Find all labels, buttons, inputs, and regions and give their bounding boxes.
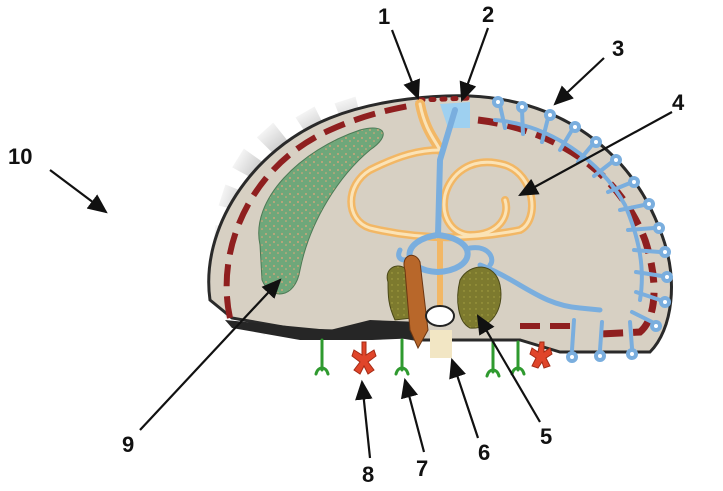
arrow-2 [462,28,488,100]
label-9: 9 [122,432,134,457]
label-1: 1 [378,4,390,29]
arrow-7 [405,380,424,452]
label-3: 3 [612,36,624,61]
peristome [430,330,452,358]
label-10: 10 [8,144,32,169]
label-4: 4 [672,90,685,115]
label-8: 8 [362,462,374,487]
arrow-8 [362,382,370,458]
arrow-9 [140,280,280,430]
label-7: 7 [416,456,428,481]
label-2: 2 [482,2,494,27]
arrow-1 [392,30,418,98]
arrow-6 [452,360,478,438]
arrow-3 [555,58,604,104]
arrow-10 [50,170,106,212]
mouth-ring [426,306,454,326]
label-6: 6 [478,440,490,465]
label-5: 5 [540,424,552,449]
